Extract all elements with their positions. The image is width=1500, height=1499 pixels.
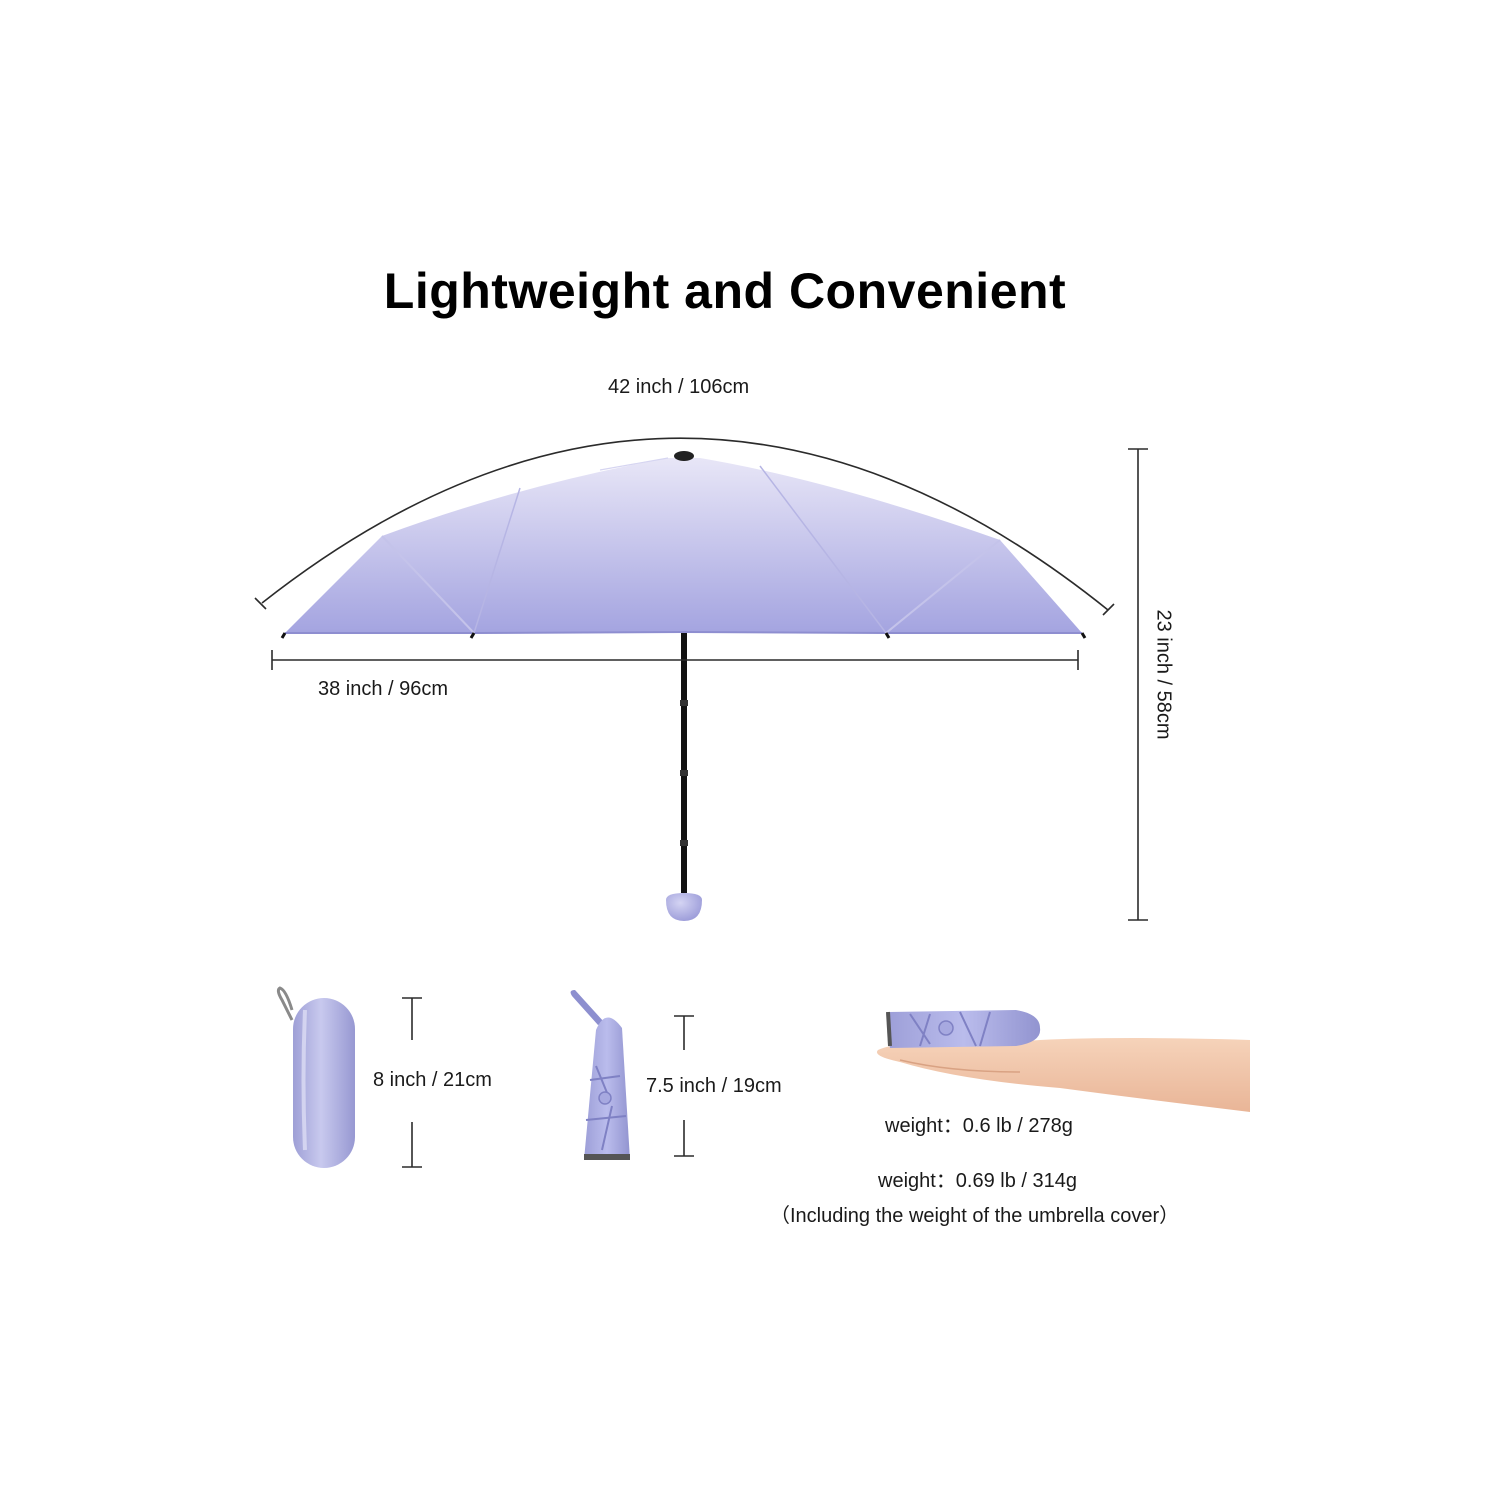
total-height-label: 23 inch / 58cm [1152, 609, 1175, 740]
case-length-label: 8 inch / 21cm [373, 1069, 492, 1091]
capsule-case-illustration [276, 986, 422, 1168]
umbrella-handle [666, 893, 702, 921]
open-umbrella-illustration [254, 437, 1148, 921]
weight-with-cover-label: weight：0.69 lb / 314g [878, 1170, 1078, 1192]
umbrella-canopy [285, 458, 1082, 633]
hand-holding-umbrella-illustration [876, 1010, 1250, 1112]
weight-umbrella-label: weight：0.6 lb / 278g [885, 1115, 1073, 1137]
page-title: Lightweight and Convenient [383, 263, 1067, 319]
weight-note-label: （Including the weight of the umbrella co… [770, 1205, 1180, 1227]
canopy-arc-label: 42 inch / 106cm [608, 376, 750, 398]
umbrella-shaft [681, 633, 687, 893]
canopy-arc-guide [261, 437, 1109, 611]
folded-length-label: 7.5 inch / 19cm [646, 1075, 782, 1097]
canopy-width-label: 38 inch / 96cm [318, 678, 449, 700]
folded-umbrella [584, 1017, 630, 1160]
hand [876, 1038, 1250, 1112]
capsule-case [293, 998, 355, 1168]
folded-umbrella-illustration [570, 990, 694, 1160]
